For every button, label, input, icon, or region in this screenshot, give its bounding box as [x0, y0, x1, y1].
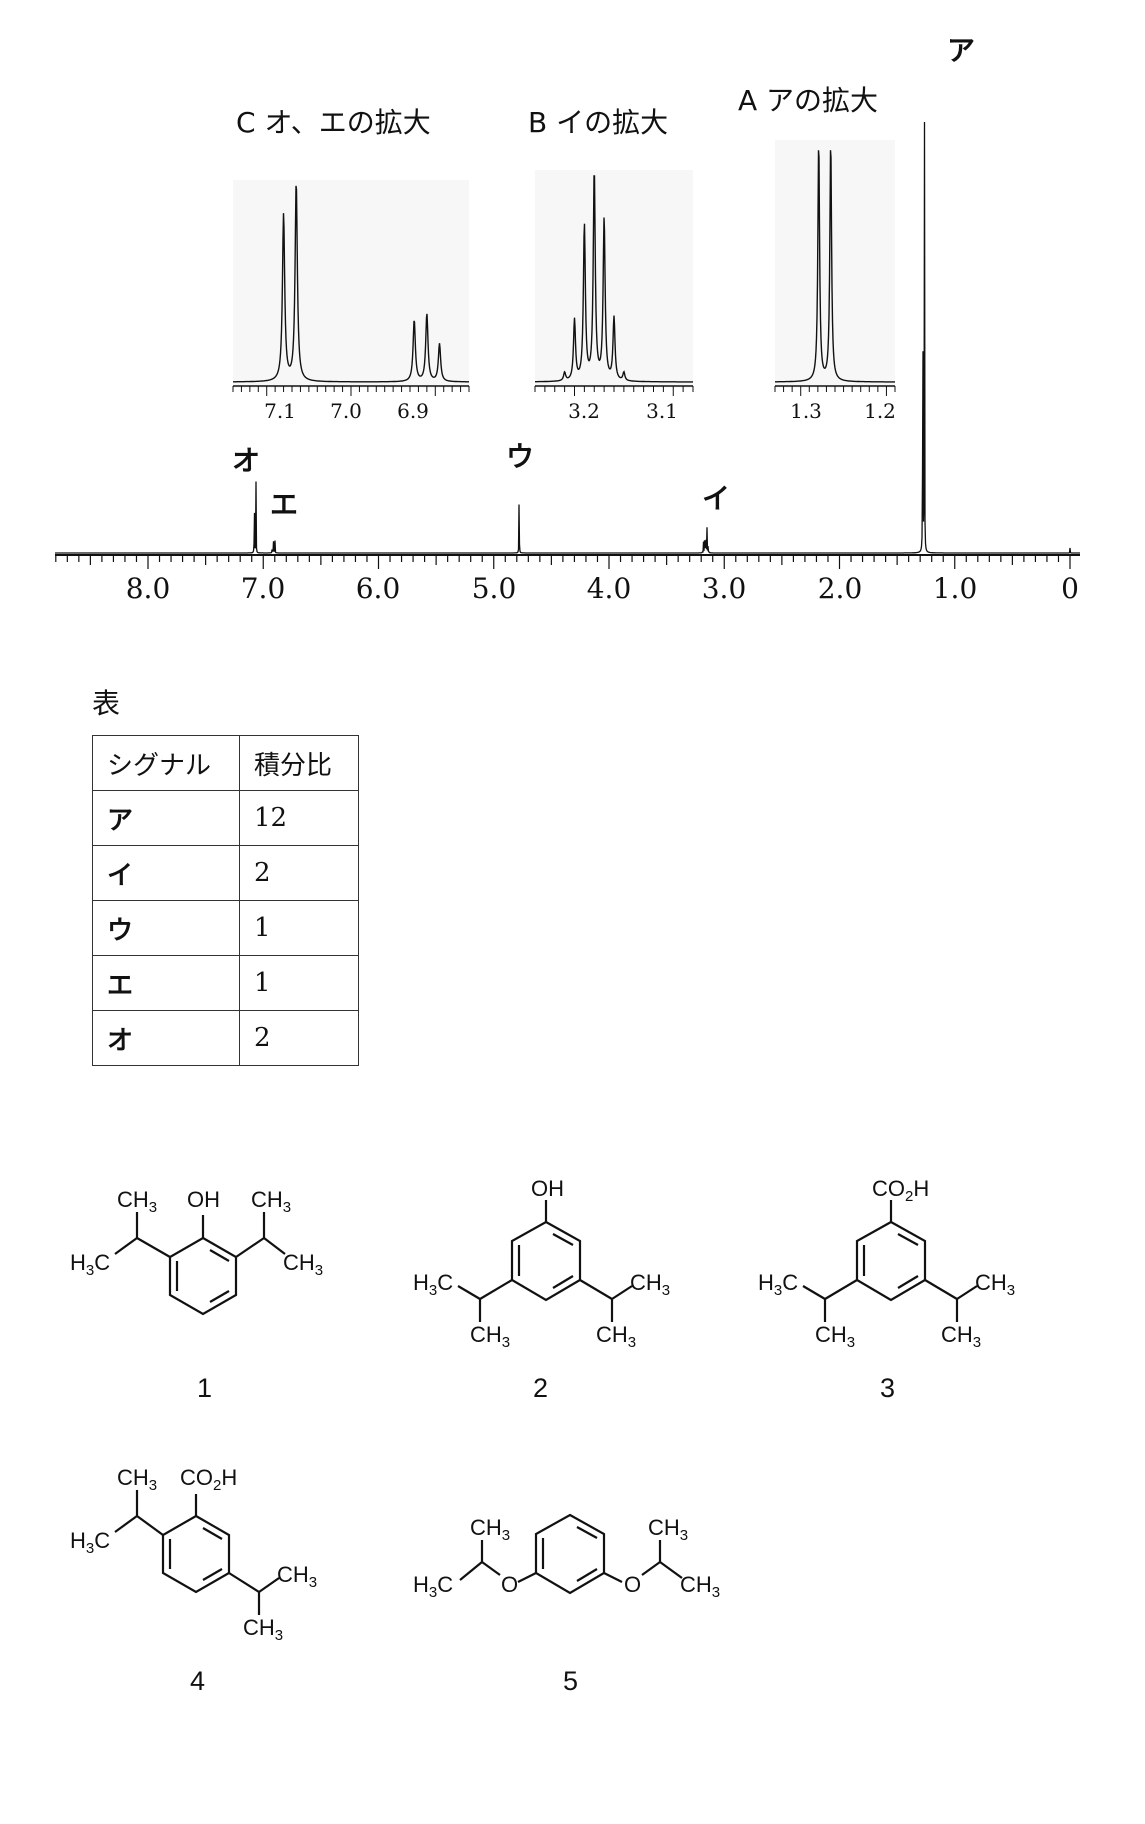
s3-h3c-left: H3C	[758, 1270, 798, 1299]
s5-ch3-right-top: CH3	[648, 1515, 688, 1544]
inset-a-tick-label: 1.3	[790, 399, 822, 423]
inset-a-ticks	[774, 386, 896, 396]
s3-ch3-right-bottom: CH3	[941, 1322, 981, 1351]
s2-ch3-right-top: CH3	[630, 1270, 670, 1299]
s4-number: 4	[190, 1666, 205, 1696]
signal-cell: エ	[92, 955, 240, 1011]
peak-label-e: エ	[270, 488, 298, 521]
s2-number: 2	[533, 1373, 548, 1403]
main-tick-label: 5.0	[472, 572, 517, 605]
inset-b: B イの拡大 3.2 3.1	[528, 106, 694, 423]
main-tick-label: 3.0	[702, 572, 747, 605]
inset-c-tick-label: 7.1	[264, 399, 296, 423]
inset-a-tick-label: 1.2	[864, 399, 896, 423]
ratio-cell: 12	[239, 790, 359, 846]
structure-5: CH3 H3C O O CH3 CH3 5	[413, 1513, 720, 1696]
ratio-cell: 1	[239, 955, 359, 1011]
inset-c: C オ、エの拡大 7.1 7.0 6.9	[232, 106, 470, 423]
inset-b-trace	[535, 175, 693, 383]
inset-b-tick-label: 3.2	[568, 399, 600, 423]
s2-h3c-left: H3C	[413, 1270, 453, 1299]
s1-ch3-top-right: CH3	[251, 1187, 291, 1216]
inset-b-tick-label: 3.1	[646, 399, 678, 423]
s3-ch3-right-top: CH3	[975, 1270, 1015, 1299]
s1-h3c-left: H3C	[70, 1250, 110, 1279]
inset-a-trace	[775, 150, 895, 383]
s3-number: 3	[880, 1373, 895, 1403]
s4-ch3-right-bottom: CH3	[243, 1615, 283, 1644]
s5-h3c-left: H3C	[413, 1572, 453, 1601]
s3-ch3-left-bottom: CH3	[815, 1322, 855, 1351]
header-signal: シグナル	[92, 735, 240, 791]
main-tick-label: 8.0	[126, 572, 171, 605]
main-spectrum-trace	[55, 121, 1080, 554]
s5-ch3-right: CH3	[680, 1572, 720, 1601]
s4-co2h: CO2H	[180, 1465, 237, 1494]
table-header-row: シグナル 積分比	[92, 735, 359, 791]
header-ratio: 積分比	[239, 735, 359, 791]
signal-cell: ア	[92, 790, 240, 846]
main-tick-label: 1.0	[933, 572, 978, 605]
inset-a-title: A アの拡大	[738, 84, 878, 117]
ratio-cell: 2	[239, 1010, 359, 1066]
nmr-spectrum: 8.0 7.0 6.0 5.0 4.0 3.0 2.0 1.0 0 ア イ ウ …	[55, 34, 1080, 605]
inset-c-trace	[233, 185, 469, 383]
main-tick-label: 2.0	[818, 572, 863, 605]
peak-label-o: オ	[232, 444, 260, 477]
inset-c-tick-label: 7.0	[330, 399, 362, 423]
s2-ch3-right-bottom: CH3	[596, 1322, 636, 1351]
s5-o-left: O	[501, 1572, 518, 1597]
table-caption: 表	[92, 687, 121, 720]
s4-ch3-top: CH3	[117, 1465, 157, 1494]
ratio-cell: 1	[239, 900, 359, 956]
main-tick-label: 0	[1061, 572, 1079, 605]
s1-ch3-top-left: CH3	[117, 1187, 157, 1216]
main-tick-label: 7.0	[241, 572, 286, 605]
table-row: イ 2	[92, 845, 359, 901]
candidate-structures: CH3 OH CH3 H3C CH3 1 OH H3C	[70, 1176, 1015, 1696]
integration-table: シグナル 積分比 ア 12 イ 2 ウ 1 エ 1 オ 2	[92, 735, 359, 1066]
peak-label-a: ア	[947, 34, 975, 67]
s4-ch3-right-top: CH3	[277, 1562, 317, 1591]
s1-ch3-right: CH3	[283, 1250, 323, 1279]
structure-3: CO2H H3C CH3 CH3 CH3 3	[758, 1176, 1015, 1403]
s1-oh: OH	[187, 1187, 220, 1212]
table-row: オ 2	[92, 1010, 359, 1066]
inset-c-title: C オ、エの拡大	[236, 106, 431, 139]
s5-number: 5	[563, 1666, 578, 1696]
s2-ch3-left-bottom: CH3	[470, 1322, 510, 1351]
main-tick-label: 4.0	[587, 572, 632, 605]
ratio-cell: 2	[239, 845, 359, 901]
table-row: ア 12	[92, 790, 359, 846]
inset-b-ticks	[534, 386, 694, 396]
structure-1: CH3 OH CH3 H3C CH3 1	[70, 1187, 323, 1403]
main-tick-label: 6.0	[356, 572, 401, 605]
s3-co2h: CO2H	[872, 1176, 929, 1205]
s4-h3c-left: H3C	[70, 1528, 110, 1557]
signal-cell: ウ	[92, 900, 240, 956]
inset-c-ticks	[232, 386, 470, 396]
peak-label-i: イ	[702, 482, 730, 515]
table-row: エ 1	[92, 955, 359, 1011]
main-x-axis-ticks	[55, 555, 1071, 569]
inset-b-title: B イの拡大	[528, 106, 668, 139]
main-spectrum: 8.0 7.0 6.0 5.0 4.0 3.0 2.0 1.0 0 ア イ ウ …	[55, 34, 1080, 605]
inset-c-tick-label: 6.9	[397, 399, 429, 423]
s2-oh: OH	[531, 1176, 564, 1201]
signal-cell: オ	[92, 1010, 240, 1066]
s5-ch3-left-top: CH3	[470, 1515, 510, 1544]
signal-cell: イ	[92, 845, 240, 901]
inset-a: A アの拡大 1.3 1.2	[738, 84, 896, 423]
s5-o-right: O	[624, 1572, 641, 1597]
peak-label-u: ウ	[506, 440, 534, 473]
s1-number: 1	[197, 1373, 212, 1403]
table-row: ウ 1	[92, 900, 359, 956]
structure-4: CH3 CO2H H3C CH3 CH3 4	[70, 1465, 317, 1696]
structure-2: OH H3C CH3 CH3 CH3 2	[413, 1176, 670, 1403]
